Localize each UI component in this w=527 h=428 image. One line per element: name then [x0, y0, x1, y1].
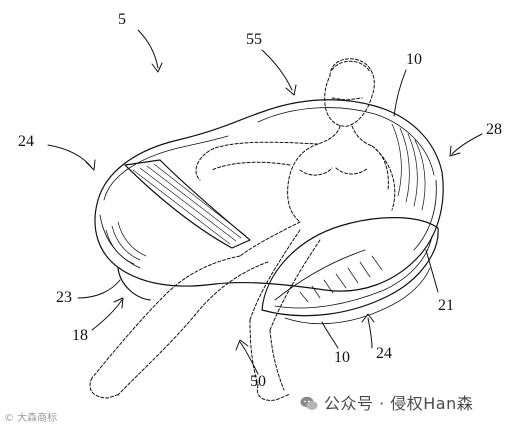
label-5: 5	[118, 11, 126, 28]
label-24-lower: 24	[376, 345, 392, 362]
label-21: 21	[438, 297, 454, 314]
base-ring	[117, 267, 151, 301]
tube-outline	[94, 99, 444, 292]
label-10-upper: 10	[406, 51, 422, 68]
label-55: 55	[246, 31, 262, 48]
watermark: 公众号 · 侵权Han森	[300, 390, 473, 414]
front-cushion-seam	[274, 249, 366, 301]
leader-lines	[47, 29, 483, 375]
person-dashed	[89, 58, 396, 401]
label-18: 18	[72, 327, 88, 344]
front-cushion	[261, 217, 439, 317]
label-24-left: 24	[18, 133, 34, 150]
tube-inner-line-top	[257, 107, 435, 176]
label-23: 23	[56, 289, 72, 306]
tube-shading-right	[391, 123, 426, 211]
tube-inner-line-right	[413, 179, 437, 251]
seat-panel-left	[124, 159, 251, 249]
watermark-text: 公众号 · 侵权Han森	[324, 394, 474, 413]
label-50: 50	[250, 373, 266, 390]
front-cushion-ribs	[299, 255, 383, 303]
tube-shading-left	[105, 221, 147, 265]
label-28: 28	[486, 121, 502, 138]
base-ring-2	[284, 267, 431, 325]
front-cushion-inner	[274, 235, 433, 309]
seat-panel-hatching	[132, 163, 247, 245]
watermark-small: © 大森商标	[4, 413, 58, 424]
label-10-lower: 10	[334, 349, 350, 366]
tube-inner-line-left-2	[99, 214, 141, 269]
tube-inner-line-left	[103, 135, 229, 201]
wechat-icon	[300, 396, 318, 410]
